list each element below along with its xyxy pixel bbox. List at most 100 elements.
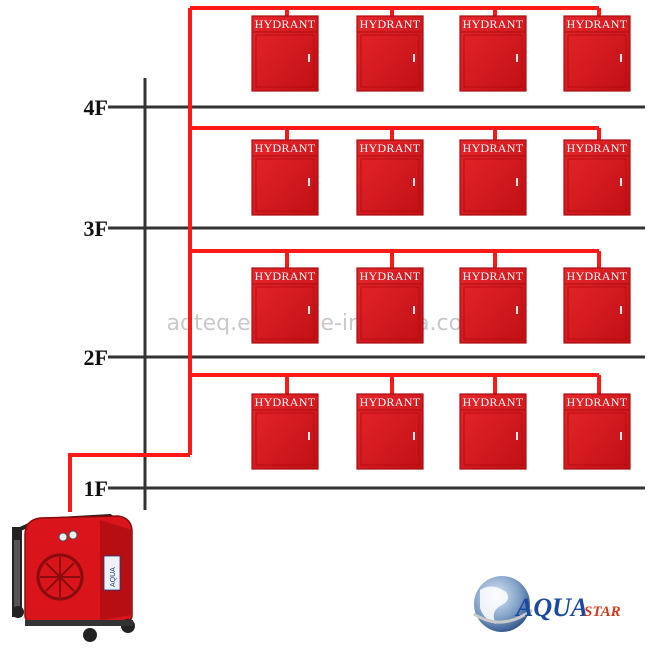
cabinet-label: HYDRANT xyxy=(463,17,524,31)
cabinet-body xyxy=(459,267,527,344)
cabinet-body xyxy=(356,139,424,216)
hydrant-cabinet: HYDRANT xyxy=(251,139,319,216)
cabinet-door-panel xyxy=(360,34,420,88)
cabinet-body xyxy=(356,393,424,470)
cabinet-handle xyxy=(620,178,622,186)
hydrant-cabinet: HYDRANT xyxy=(251,393,319,470)
cabinet-body xyxy=(563,139,631,216)
globe-swoosh xyxy=(473,608,533,624)
cabinet-body xyxy=(251,15,319,92)
cabinet-handle xyxy=(413,54,415,62)
floor-label-2f: 2F xyxy=(84,345,108,370)
hydrant-cabinet: HYDRANT xyxy=(563,267,631,344)
cabinet-handle xyxy=(516,54,518,62)
hydrant-cabinet: HYDRANT xyxy=(356,393,424,470)
cabinet-door-panel xyxy=(567,412,627,466)
hydrant-cabinet: HYDRANT xyxy=(459,139,527,216)
pump-outlet-2 xyxy=(68,530,78,540)
cabinet-door-panel xyxy=(463,412,523,466)
cabinet-handle xyxy=(620,54,622,62)
cabinet-body xyxy=(251,139,319,216)
globe-continent xyxy=(480,586,508,624)
logo-word-star: STAR xyxy=(584,604,621,620)
floor-label-4f: 4F xyxy=(84,95,108,120)
cabinet-door-panel xyxy=(463,34,523,88)
cabinet-door-panel xyxy=(360,158,420,212)
cabinet-door-panel xyxy=(463,158,523,212)
cabinet-label: HYDRANT xyxy=(255,395,316,409)
cabinet-door-panel xyxy=(463,286,523,340)
cabinet-handle xyxy=(308,306,310,314)
watermark-text: aqteq.en.made-in-china.com xyxy=(167,311,484,336)
cabinet-handle xyxy=(413,178,415,186)
cabinet-label: HYDRANT xyxy=(463,141,524,155)
cabinet-handle xyxy=(516,306,518,314)
pump-base xyxy=(25,620,133,626)
cabinet-handle xyxy=(516,178,518,186)
cabinet-label: HYDRANT xyxy=(463,269,524,283)
cabinet-body xyxy=(356,15,424,92)
pump-outlet-1 xyxy=(58,532,68,542)
hydrant-cabinet: HYDRANT xyxy=(563,393,631,470)
hydrant-cabinet: HYDRANT xyxy=(459,15,527,92)
hydrant-cabinet: HYDRANT xyxy=(251,15,319,92)
floor-label-1f: 1F xyxy=(84,476,108,501)
hydrant-cabinet: HYDRANT xyxy=(459,393,527,470)
cabinet-label: HYDRANT xyxy=(567,17,628,31)
cabinet-door-panel xyxy=(255,158,315,212)
cabinet-label: HYDRANT xyxy=(255,141,316,155)
floor-label-3f: 3F xyxy=(84,216,108,241)
pump-fan-ring xyxy=(36,553,84,601)
hydrant-cabinet: HYDRANT xyxy=(356,139,424,216)
cabinet-handle xyxy=(308,54,310,62)
cabinet-label: HYDRANT xyxy=(255,269,316,283)
hydrant-cabinet: HYDRANT xyxy=(356,15,424,92)
pump-wheel-front-left xyxy=(12,606,24,618)
cabinet-door-panel xyxy=(360,286,420,340)
pump-wheel-rear-left xyxy=(83,628,97,642)
cabinet-handle xyxy=(620,432,622,440)
cabinet-door-panel xyxy=(255,412,315,466)
cabinet-door-panel xyxy=(255,34,315,88)
logo-word-aqua: AQUA xyxy=(514,593,588,622)
cabinet-door-panel xyxy=(567,158,627,212)
pump-badge-text: AQUA xyxy=(110,567,117,587)
cabinet-door-panel xyxy=(360,412,420,466)
pump-fan-grille xyxy=(40,557,80,597)
cabinet-door-panel xyxy=(255,286,315,340)
cabinet-body xyxy=(251,393,319,470)
cabinet-body xyxy=(251,267,319,344)
cabinet-label: HYDRANT xyxy=(255,17,316,31)
hydrant-cabinets: HYDRANT HYDRANT HYDRANT HYDRANT HYDRANT HYDRA… xyxy=(251,15,631,470)
cabinet-label: HYDRANT xyxy=(567,395,628,409)
cabinet-handle xyxy=(516,432,518,440)
cabinet-body xyxy=(563,393,631,470)
fire-pump-unit: AQUA xyxy=(12,513,135,642)
cabinet-handle xyxy=(413,432,415,440)
hydrant-cabinet: HYDRANT xyxy=(356,267,424,344)
cabinet-body xyxy=(563,15,631,92)
cabinet-body xyxy=(356,267,424,344)
cabinet-label: HYDRANT xyxy=(567,141,628,155)
pump-badge-plate xyxy=(103,555,121,591)
cabinet-body xyxy=(459,393,527,470)
cabinet-handle xyxy=(620,306,622,314)
cabinet-label: HYDRANT xyxy=(360,395,421,409)
cabinet-door-panel xyxy=(567,34,627,88)
cabinet-label: HYDRANT xyxy=(360,17,421,31)
cabinet-body xyxy=(459,139,527,216)
pipe-network xyxy=(68,6,601,512)
hydrant-cabinet: HYDRANT xyxy=(251,267,319,344)
cabinet-handle xyxy=(308,432,310,440)
cabinet-body xyxy=(563,267,631,344)
hydrant-cabinet: HYDRANT xyxy=(563,15,631,92)
pump-frame-bar xyxy=(14,540,20,610)
floor-lines xyxy=(108,105,645,490)
cabinet-door-panel xyxy=(567,286,627,340)
cabinet-label: HYDRANT xyxy=(567,269,628,283)
hydrant-cabinet: HYDRANT xyxy=(459,267,527,344)
hydrant-cabinet: HYDRANT xyxy=(563,139,631,216)
cabinet-label: HYDRANT xyxy=(360,269,421,283)
cabinet-handle xyxy=(308,178,310,186)
